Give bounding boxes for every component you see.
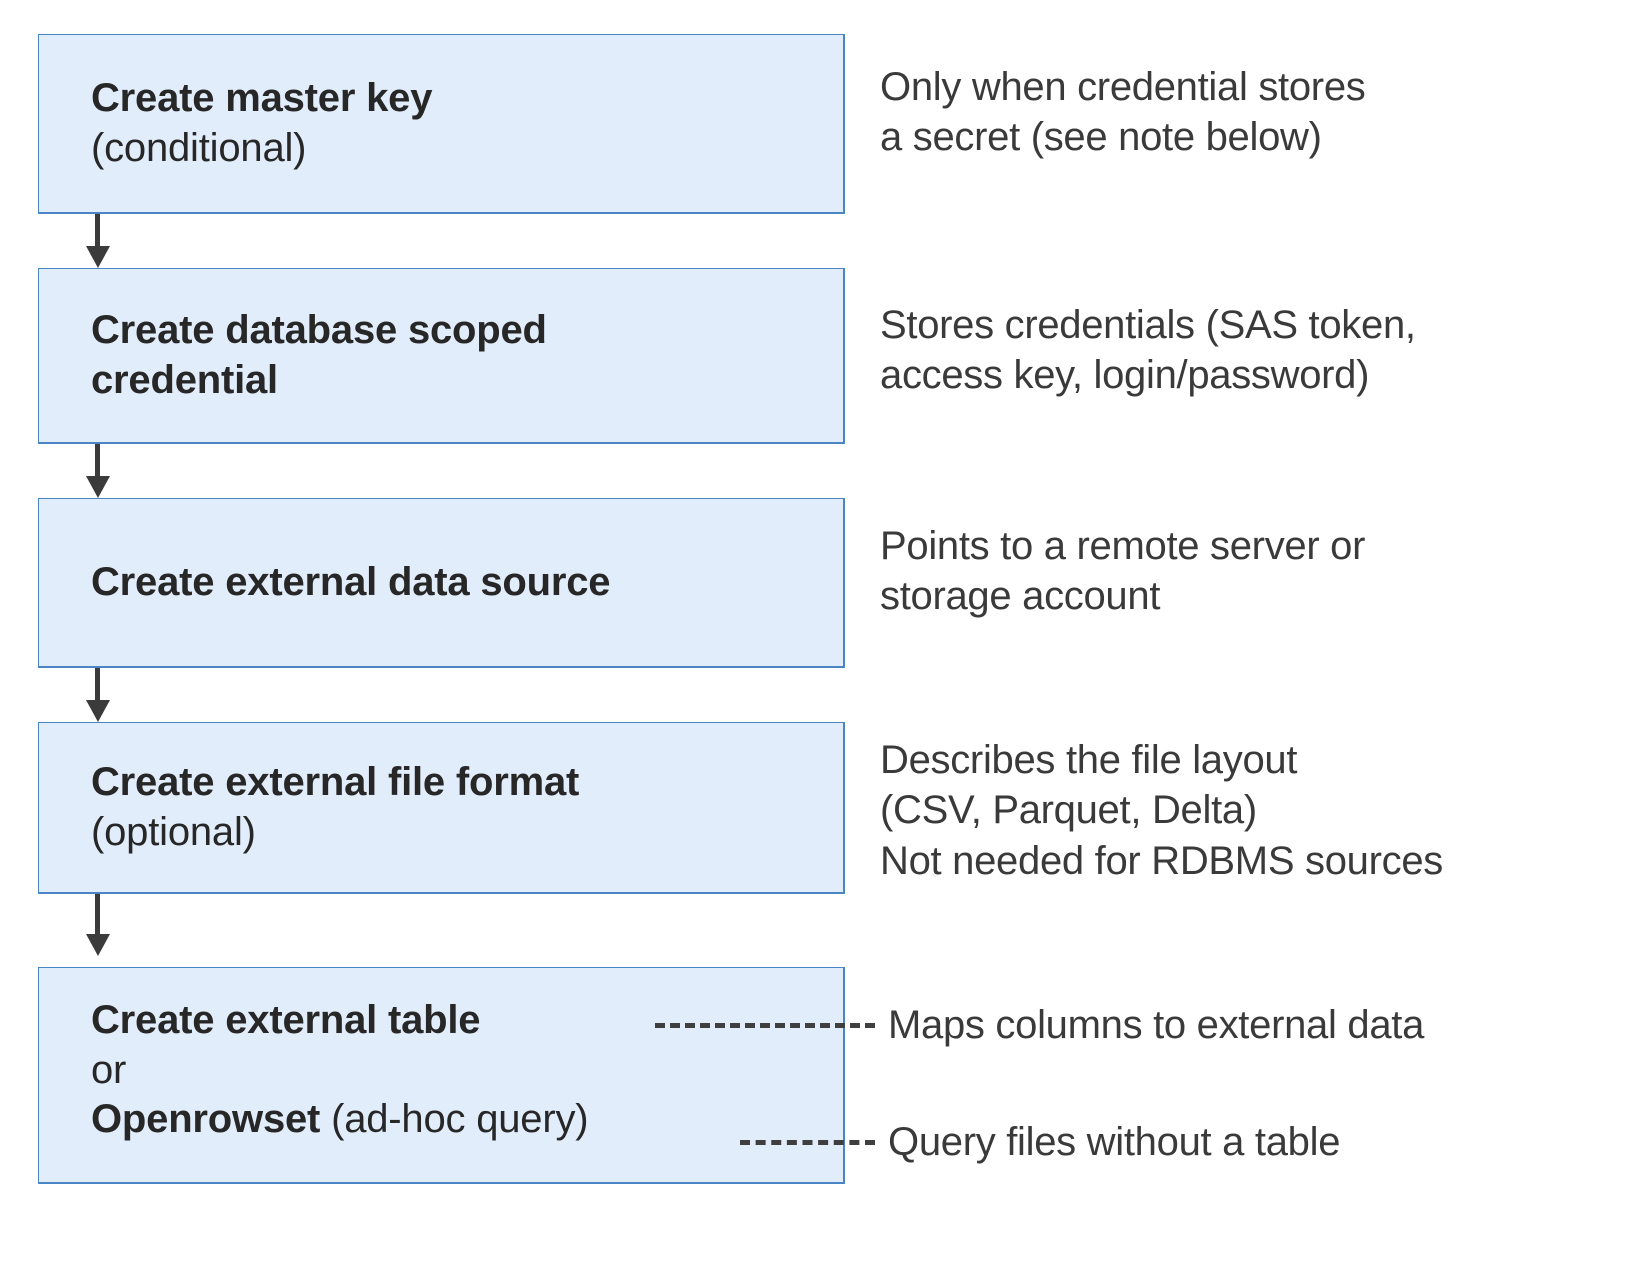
step-box-create-external-file-format[interactable]: Create external file format (optional) <box>38 722 845 894</box>
step-description-openrowset: Query files without a table <box>888 1120 1341 1164</box>
step-box-create-database-scoped-credential[interactable]: Create database scoped credential <box>38 268 845 444</box>
step-title-openrowset-row: Openrowset (ad-hoc query) <box>91 1095 843 1145</box>
step-box-create-external-table-or-openrowset[interactable]: Create external table or Openrowset (ad-… <box>38 967 845 1184</box>
step-subtitle-create-external-file-format: (optional) <box>91 809 256 854</box>
arrow-down-2 <box>86 444 110 498</box>
step-subtitle-openrowset: (ad-hoc query) <box>320 1097 589 1142</box>
step-title-openrowset: Openrowset <box>91 1097 321 1142</box>
step-subtitle-create-master-key: (conditional) <box>91 125 307 170</box>
step-description-create-external-file-format: Describes the file layout (CSV, Parquet,… <box>880 738 1443 883</box>
arrow-down-4 <box>86 894 110 956</box>
step-title-create-external-data-source: Create external data source <box>91 559 611 604</box>
step-description-create-external-data-source: Points to a remote server or storage acc… <box>880 524 1366 619</box>
arrow-down-3 <box>86 668 110 722</box>
step-title-create-external-table: Create external table <box>91 998 481 1042</box>
dashed-connector-external-table <box>655 1023 875 1028</box>
step-box-create-external-data-source[interactable]: Create external data source <box>38 498 845 668</box>
arrow-down-1 <box>86 214 110 268</box>
step-description-create-database-scoped-credential: Stores credentials (SAS token, access ke… <box>880 303 1416 398</box>
step-title-create-external-file-format: Create external file format <box>91 759 580 804</box>
dashed-connector-openrowset <box>740 1140 875 1145</box>
step-title-create-database-scoped-credential: Create database scoped credential <box>91 307 547 402</box>
step-title-create-master-key: Create master key <box>91 75 433 120</box>
step-box-create-master-key[interactable]: Create master key (conditional) <box>38 34 845 214</box>
step-description-create-master-key: Only when credential stores a secret (se… <box>880 65 1366 160</box>
step-description-create-external-table: Maps columns to external data <box>888 1003 1425 1047</box>
step-or-label: or <box>91 1047 127 1092</box>
